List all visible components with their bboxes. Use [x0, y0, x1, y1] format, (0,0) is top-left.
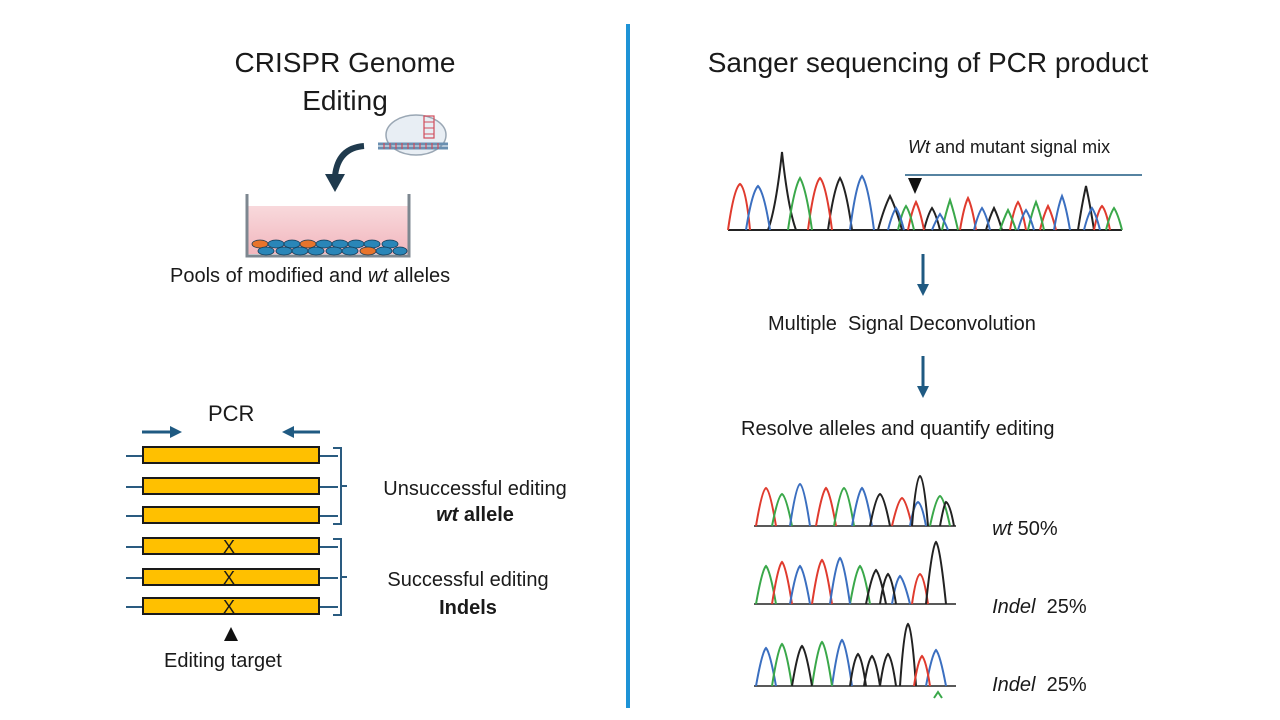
plasmid-icon	[378, 114, 448, 156]
strand-end-right	[320, 606, 338, 608]
edit-site-mark: X	[222, 568, 235, 588]
result-indel-2-label: Indel 25%	[992, 674, 1087, 696]
chromatogram-mixed	[727, 151, 1123, 231]
step-deconvolution: Multiple Signal Deconvolution	[768, 313, 1036, 335]
left-title-line1: CRISPR Genome	[234, 47, 456, 78]
reverse-primer-arrow-icon	[282, 426, 320, 438]
edited-strand	[142, 568, 320, 586]
editing-target-label: Editing target	[164, 650, 282, 672]
strand-end-right	[320, 546, 338, 548]
panel-divider	[626, 24, 630, 708]
pool-caption: Pools of modified and wt alleles	[170, 265, 451, 287]
bracket-successful	[333, 538, 347, 616]
cell-culture-dish	[245, 194, 411, 258]
strand-end-left	[126, 486, 144, 488]
pcr-label: PCR	[208, 401, 255, 426]
target-triangle-icon	[224, 627, 238, 641]
strand-end-right	[320, 577, 338, 579]
wt-strand	[142, 506, 320, 524]
step-resolve: Resolve alleles and quantify editing	[741, 418, 1055, 440]
strand-end-left	[126, 546, 144, 548]
wt-strand	[142, 446, 320, 464]
strand-end-right	[320, 486, 338, 488]
chromatogram-indel-2	[754, 622, 956, 699]
chromatogram-indel-1	[754, 540, 956, 605]
cells	[251, 239, 408, 256]
down-arrow-icon	[917, 254, 929, 296]
mix-region-marker	[905, 174, 1142, 194]
mix-label: Wt and mutant signal mix	[908, 137, 1111, 157]
strand-end-right	[320, 455, 338, 457]
forward-primer-arrow-icon	[142, 426, 182, 438]
down-arrow-icon	[917, 356, 929, 398]
strand-end-left	[126, 577, 144, 579]
strand-end-left	[126, 606, 144, 608]
result-indel-1-label: Indel 25%	[992, 596, 1087, 618]
strand-end-right	[320, 515, 338, 517]
edit-site-mark: X	[222, 537, 235, 557]
edited-strand	[142, 597, 320, 615]
wt-strand	[142, 477, 320, 495]
edit-site-mark: X	[222, 597, 235, 617]
left-title-line2: Editing	[302, 85, 388, 116]
left-title: CRISPR Genome Editing	[190, 44, 500, 120]
curved-arrow-icon	[325, 143, 365, 192]
chromatogram-wt	[754, 474, 956, 527]
strand-end-left	[126, 515, 144, 517]
result-wt-label: wt 50%	[992, 518, 1058, 540]
group-unsuccessful-label: Unsuccessful editing wt allele	[383, 478, 567, 526]
strand-end-left	[126, 455, 144, 457]
bracket-unsuccessful	[333, 447, 347, 525]
right-title: Sanger sequencing of PCR product	[707, 47, 1149, 78]
edited-strand	[142, 537, 320, 555]
group-successful-label: Successful editing Indels	[387, 569, 549, 619]
